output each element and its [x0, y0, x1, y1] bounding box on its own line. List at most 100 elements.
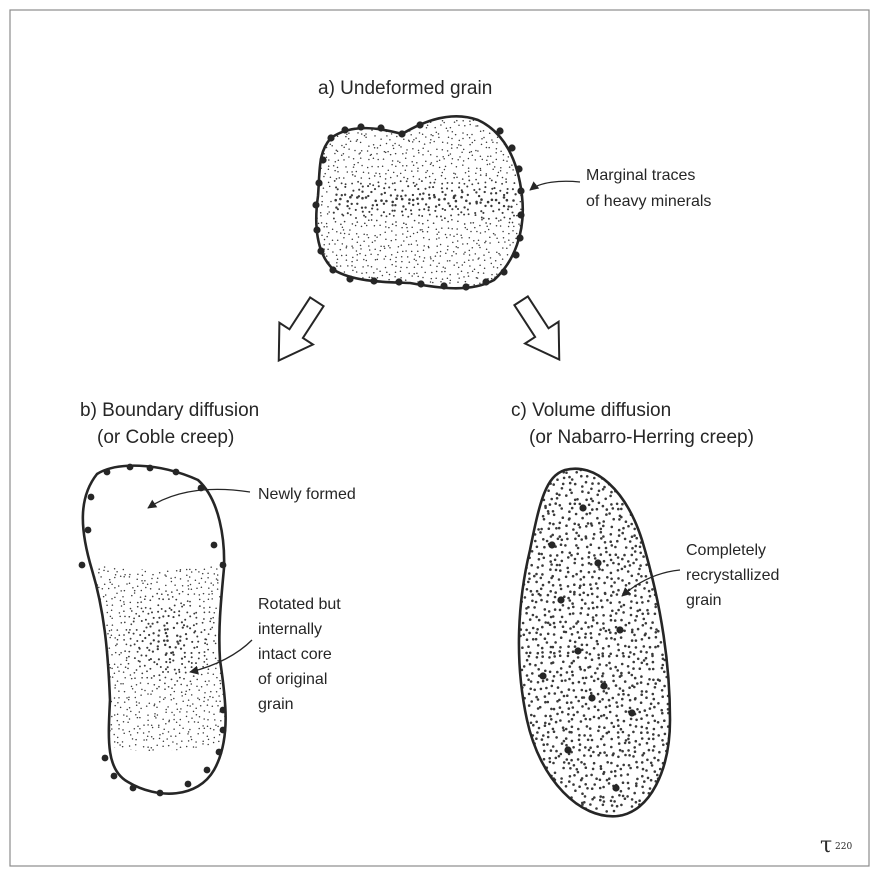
stipple-dot — [603, 462, 606, 465]
stipple-dot — [408, 293, 410, 295]
stipple-dot — [480, 198, 483, 201]
stipple-dot — [369, 277, 371, 279]
stipple-dot — [549, 522, 552, 525]
stipple-dot — [439, 113, 441, 115]
stipple-dot — [587, 607, 590, 610]
stipple-dot — [598, 568, 601, 571]
stipple-dot — [503, 237, 505, 239]
stipple-dot — [402, 205, 404, 207]
stipple-dot — [542, 680, 545, 683]
stipple-dot — [232, 557, 234, 559]
stipple-dot — [152, 690, 154, 692]
stipple-dot — [187, 585, 189, 587]
stipple-dot — [584, 746, 587, 749]
stipple-dot — [451, 190, 453, 192]
stipple-dot — [413, 155, 415, 157]
stipple-dot — [531, 793, 534, 796]
stipple-dot — [621, 750, 624, 753]
stipple-dot — [196, 636, 198, 638]
stipple-dot — [411, 243, 413, 245]
stipple-dot — [617, 556, 620, 559]
stipple-dot — [600, 767, 603, 770]
stipple-dot — [640, 675, 643, 678]
stipple-dot — [332, 239, 334, 241]
stipple-dot — [535, 783, 538, 786]
stipple-dot — [571, 478, 574, 481]
stipple-dot — [351, 171, 353, 173]
stipple-dot — [661, 599, 664, 602]
stipple-dot — [351, 183, 353, 185]
stipple-dot — [109, 630, 111, 632]
stipple-dot — [155, 758, 157, 760]
stipple-dot — [578, 587, 581, 590]
stipple-dot — [328, 127, 330, 128]
stipple-dot — [313, 128, 315, 130]
stipple-dot — [212, 554, 214, 556]
stipple-dot — [476, 243, 478, 245]
stipple-dot — [406, 267, 408, 269]
stipple-dot — [502, 231, 504, 233]
stipple-dot — [364, 122, 366, 124]
stipple-dot — [97, 626, 99, 628]
stipple-dot — [652, 545, 655, 548]
stipple-dot — [571, 740, 574, 743]
stipple-dot — [397, 252, 399, 254]
heavy-mineral-dot — [104, 469, 111, 476]
heavy-mineral-dot — [557, 596, 564, 603]
stipple-dot — [617, 577, 620, 580]
stipple-dot — [525, 481, 528, 484]
stipple-dot — [563, 807, 566, 810]
stipple-dot — [617, 736, 620, 739]
stipple-dot — [514, 472, 517, 475]
stipple-dot — [631, 629, 634, 632]
stipple-dot — [635, 639, 638, 642]
stipple-dot — [458, 214, 460, 216]
stipple-dot — [558, 650, 561, 653]
stipple-dot — [112, 604, 114, 606]
stipple-dot — [150, 588, 152, 590]
stipple-dot — [89, 753, 91, 755]
stipple-dot — [646, 759, 649, 762]
stipple-dot — [547, 731, 550, 734]
stipple-dot — [462, 120, 464, 122]
stipple-dot — [356, 281, 358, 283]
stipple-dot — [672, 458, 675, 461]
stipple-dot — [222, 621, 224, 623]
stipple-dot — [230, 736, 232, 738]
stipple-dot — [484, 231, 486, 233]
stipple-dot — [550, 708, 553, 711]
stipple-dot — [493, 266, 495, 268]
coble-creep-grain — [77, 464, 234, 797]
stipple-dot — [581, 564, 584, 567]
heavy-mineral-dot — [220, 707, 227, 714]
stipple-dot — [313, 112, 315, 114]
stipple-dot — [521, 711, 524, 714]
stipple-dot — [362, 211, 364, 213]
stipple-dot — [77, 588, 79, 590]
stipple-dot — [596, 817, 599, 820]
stipple-dot — [579, 458, 582, 461]
stipple-dot — [650, 537, 653, 540]
stipple-dot — [517, 487, 520, 490]
stipple-dot — [445, 295, 447, 297]
stipple-dot — [617, 818, 620, 821]
stipple-dot — [450, 127, 452, 129]
stipple-dot — [542, 734, 545, 737]
stipple-dot — [473, 189, 475, 191]
stipple-dot — [77, 647, 79, 649]
stipple-dot — [375, 113, 377, 115]
stipple-dot — [333, 122, 335, 124]
stipple-dot — [93, 697, 95, 699]
stipple-dot — [117, 629, 119, 631]
stipple-dot — [197, 733, 199, 735]
stipple-dot — [562, 516, 565, 519]
stipple-dot — [514, 193, 516, 195]
stipple-dot — [170, 694, 172, 696]
stipple-dot — [463, 276, 465, 278]
stipple-dot — [606, 599, 609, 602]
stipple-dot — [332, 276, 334, 278]
stipple-dot — [484, 186, 486, 188]
stipple-dot — [438, 262, 440, 264]
stipple-dot — [561, 560, 564, 563]
stipple-dot — [146, 557, 148, 559]
